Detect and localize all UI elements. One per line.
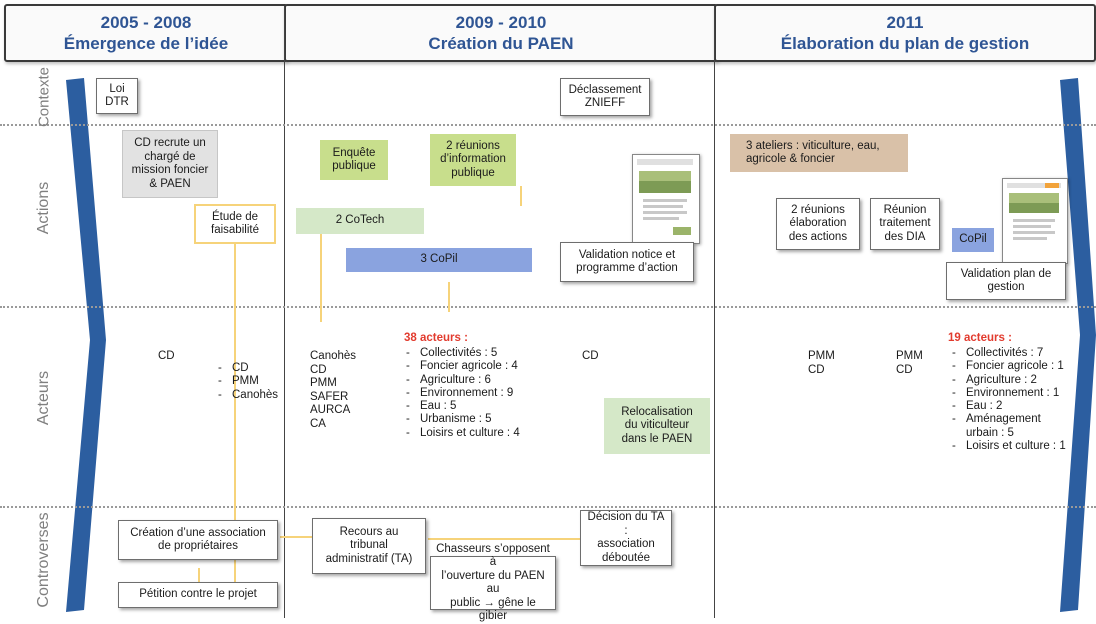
relocalisation-box: Relocalisation du viticulteur dans le PA… [604,398,710,454]
reunion-dia-box: Réunion traitement des DIA [870,198,940,250]
period-title: Émergence de l’idée [63,34,229,53]
acteurs-p2-categories: Collectivités : 5 Foncier agricole : 4 A… [406,347,520,440]
connector-line [280,536,312,538]
notice-document-thumbnail [632,154,700,244]
list-item: SAFER [310,390,349,403]
cotech-box: 2 CoTech [296,208,424,234]
declassement-znieff-box: Déclassement ZNIEFF [560,78,650,116]
acteurs-p2-header: 38 acteurs : [404,332,468,344]
list-item: Canohès [310,350,357,362]
copil3-box: 3 CoPil [346,248,532,272]
period-title: Création du PAEN [428,34,574,53]
list-item: Urbanisme : 5 [406,413,520,427]
period-title: Élaboration du plan de gestion [780,34,1030,53]
plan-document-thumbnail [1002,178,1068,264]
timeline-arrow-right [1060,78,1096,612]
acteurs-p3-group-a: PMM CD [808,350,835,377]
chasseurs-box: Chasseurs s’opposent à l’ouverture du PA… [430,543,556,622]
row-divider [0,306,1096,308]
reunions-information-box: 2 réunions d’information publique [430,134,516,186]
connector-line [234,242,236,584]
list-item: PMM [808,350,835,362]
list-item: CD [896,363,913,376]
acteurs-p1-list: CD PMM Canohès [218,362,278,402]
list-item: Foncier agricole : 4 [406,360,520,374]
list-item: Eau : 5 [406,400,520,414]
decision-ta-box: Décision du TA : association déboutée [580,510,672,566]
cd-recrute-box: CD recrute un chargé de mission foncier … [122,130,218,198]
etude-faisabilite-box: Étude de faisabilité [194,204,276,244]
ateliers-box: 3 ateliers : viticulture, eau, agricole … [730,134,908,172]
list-item: Environnement : 9 [406,387,520,401]
column-divider [714,6,715,618]
list-item: PMM [896,350,923,362]
acteurs-p2-cd: CD [582,350,599,362]
acteurs-p3-group-b: PMM CD [896,350,923,377]
period-years: 2011 [886,13,924,32]
document-image-icon [1007,183,1061,240]
list-item: CA [310,417,326,430]
row-label-contexte: Contexte [35,66,53,128]
connector-line [320,232,322,322]
list-item: Collectivités : 7 [952,347,1066,361]
row-label-acteurs: Acteurs [35,370,52,426]
row-divider [0,506,1096,508]
list-item: Loisirs et culture : 1 [952,440,1066,454]
list-item: PMM [310,377,337,389]
validation-notice-box: Validation notice et programme d’action [560,242,694,282]
acteurs-p3-header: 19 acteurs : [948,332,1012,344]
acteurs-p3-categories: Collectivités : 7 Foncier agricole : 1 A… [952,347,1066,454]
acteurs-p2-list: Canohès CD PMM SAFER AURCA CA [310,350,356,431]
reunions-elaboration-box: 2 réunions élaboration des actions [776,198,860,250]
list-item: Eau : 2 [952,400,1066,414]
recours-box: Recours au tribunal administratif (TA) [312,518,426,574]
list-item: Canohès [218,389,278,403]
connector-line [448,282,450,312]
list-item: PMM [218,375,278,389]
validation-plan-box: Validation plan de gestion [946,262,1066,300]
list-item: Agriculture : 2 [952,374,1066,388]
petition-box: Pétition contre le projet [118,582,278,608]
list-item: CD [808,363,825,376]
connector-line [520,186,522,206]
association-box: Création d’une association de propriétai… [118,520,278,560]
list-item: Aménagement urbain : 5 [952,413,1066,440]
list-item: CD [310,363,327,376]
column-divider [284,6,285,618]
period-years: 2009 - 2010 [455,13,547,32]
acteurs-p1-cd: CD [158,350,175,362]
list-item: Collectivités : 5 [406,347,520,361]
row-divider [0,124,1096,126]
row-label-controverses: Controverses [35,512,52,608]
loi-dtr-box: Loi DTR [96,78,138,114]
enquete-publique-box: Enquête publique [320,140,388,180]
list-item: Environnement : 1 [952,387,1066,401]
list-item: Agriculture : 6 [406,374,520,388]
connector-line [428,538,580,540]
list-item: AURCA [310,404,351,416]
connector-line [198,568,200,588]
list-item: Loisirs et culture : 4 [406,427,520,441]
document-image-icon [637,159,693,235]
list-item: CD [218,362,278,376]
copil-box: CoPil [952,228,994,252]
row-label-actions: Actions [35,181,52,235]
period-years: 2005 - 2008 [100,13,192,32]
list-item: Foncier agricole : 1 [952,360,1066,374]
